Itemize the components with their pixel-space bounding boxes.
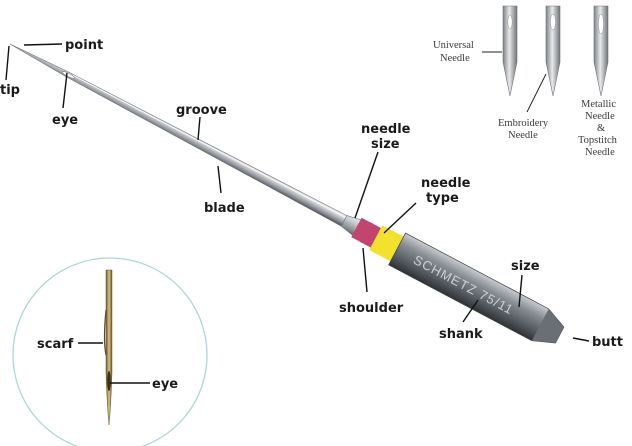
metallic-label-5: Needle — [585, 147, 615, 158]
label-needle-size-1: needle — [361, 122, 411, 137]
universal-needle-eye — [507, 14, 513, 30]
butt-leader — [572, 337, 590, 342]
universal-label-1: Universal — [433, 40, 474, 51]
metallic-needle-eye — [598, 13, 604, 35]
needle-butt — [531, 308, 564, 344]
detail-scarf — [103, 309, 107, 356]
universal-needle-icon — [502, 5, 518, 97]
label-shank: shank — [439, 327, 483, 342]
label-tip: tip — [0, 83, 20, 98]
needle-types-panel: Universal Needle Embroidery Needle Metal… — [433, 5, 618, 158]
label-scarf: scarf — [37, 337, 74, 352]
tip-leader — [5, 45, 10, 81]
label-needle-type-1: needle — [421, 176, 471, 191]
universal-label-2: Needle — [440, 53, 470, 64]
eye-leader — [62, 72, 68, 109]
embroidery-label-1: Embroidery — [498, 118, 549, 129]
needle-blade — [9, 43, 354, 230]
metallic-label-3: & — [597, 123, 605, 134]
embroidery-needle-icon — [545, 5, 561, 97]
label-eye: eye — [52, 113, 78, 128]
metallic-label-2: Needle — [585, 111, 615, 122]
size-leader — [518, 274, 523, 308]
label-shoulder: shoulder — [339, 301, 404, 316]
needle-size-leader — [354, 151, 379, 219]
main-needle: SCHMETZ 75/11 — [9, 43, 565, 344]
label-size: size — [511, 259, 540, 274]
embroidery-needle-eye — [550, 13, 556, 31]
metallic-label-4: Topstitch — [578, 135, 618, 146]
shoulder-leader — [362, 247, 368, 293]
label-butt: butt — [592, 335, 623, 350]
shank-leader — [462, 299, 479, 323]
groove-leader — [197, 116, 201, 141]
detail-eye-hole — [107, 371, 111, 391]
metallic-needle-icon — [593, 5, 609, 97]
point-leader — [23, 43, 63, 46]
needle-size-band — [351, 217, 382, 248]
label-groove: groove — [176, 103, 227, 118]
label-blade: blade — [204, 201, 245, 216]
detail-inset: scarf eye — [12, 257, 208, 446]
needle-groove — [72, 74, 348, 220]
blade-leader — [217, 165, 222, 194]
needle-type-leader — [383, 202, 417, 234]
metallic-label-1: Metallic — [581, 99, 616, 110]
label-point: point — [65, 38, 103, 53]
label-needle-size-2: size — [371, 137, 400, 152]
needle-eye — [61, 71, 75, 79]
label-detail-eye: eye — [152, 377, 178, 392]
label-needle-type-2: type — [426, 191, 459, 206]
embroidery-label-2: Needle — [508, 130, 538, 141]
embroidery-leader — [526, 73, 547, 113]
